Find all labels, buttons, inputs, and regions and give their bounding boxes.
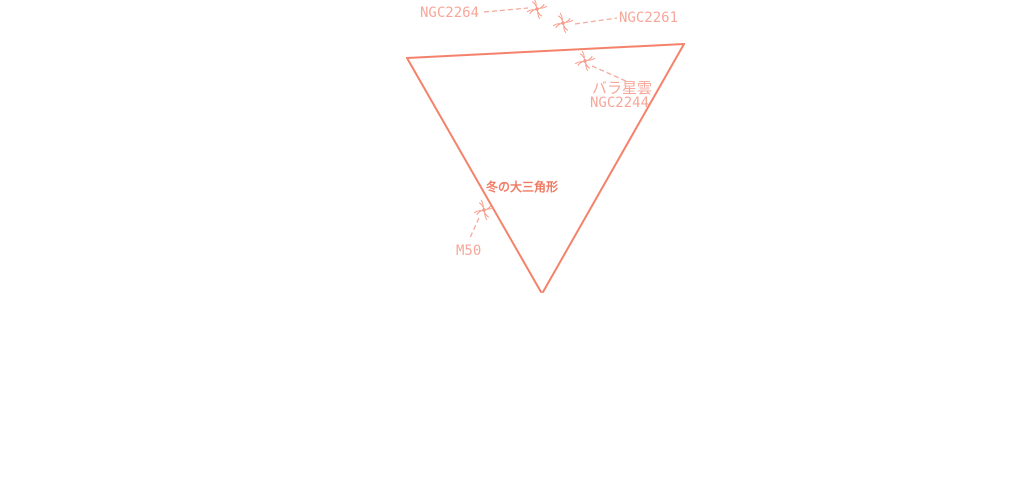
leader-ngc2261 [574, 17, 618, 25]
asterism-line-top [406, 43, 685, 59]
galaxy-icon [552, 12, 574, 34]
leader-lines [468, 7, 629, 241]
asterism-line-right [542, 43, 685, 293]
label-ngc2264: NGC2264 [420, 5, 480, 21]
label-rosette-ngc: NGC2244 [590, 95, 650, 111]
asterism-lines [406, 43, 685, 293]
label-m50: M50 [456, 243, 482, 259]
galaxy-icon [473, 199, 495, 221]
label-rosette-name: バラ星雲 [592, 79, 653, 97]
leader-rosette [591, 65, 629, 83]
galaxy-icon [574, 50, 596, 72]
leader-ngc2264 [483, 7, 529, 13]
leader-m50 [468, 217, 480, 241]
asterism-line-left [406, 57, 542, 293]
galaxy-icon [526, 0, 548, 20]
label-ngc2261: NGC2261 [619, 10, 679, 26]
asterism-label: 冬の大三角形 [486, 180, 559, 194]
